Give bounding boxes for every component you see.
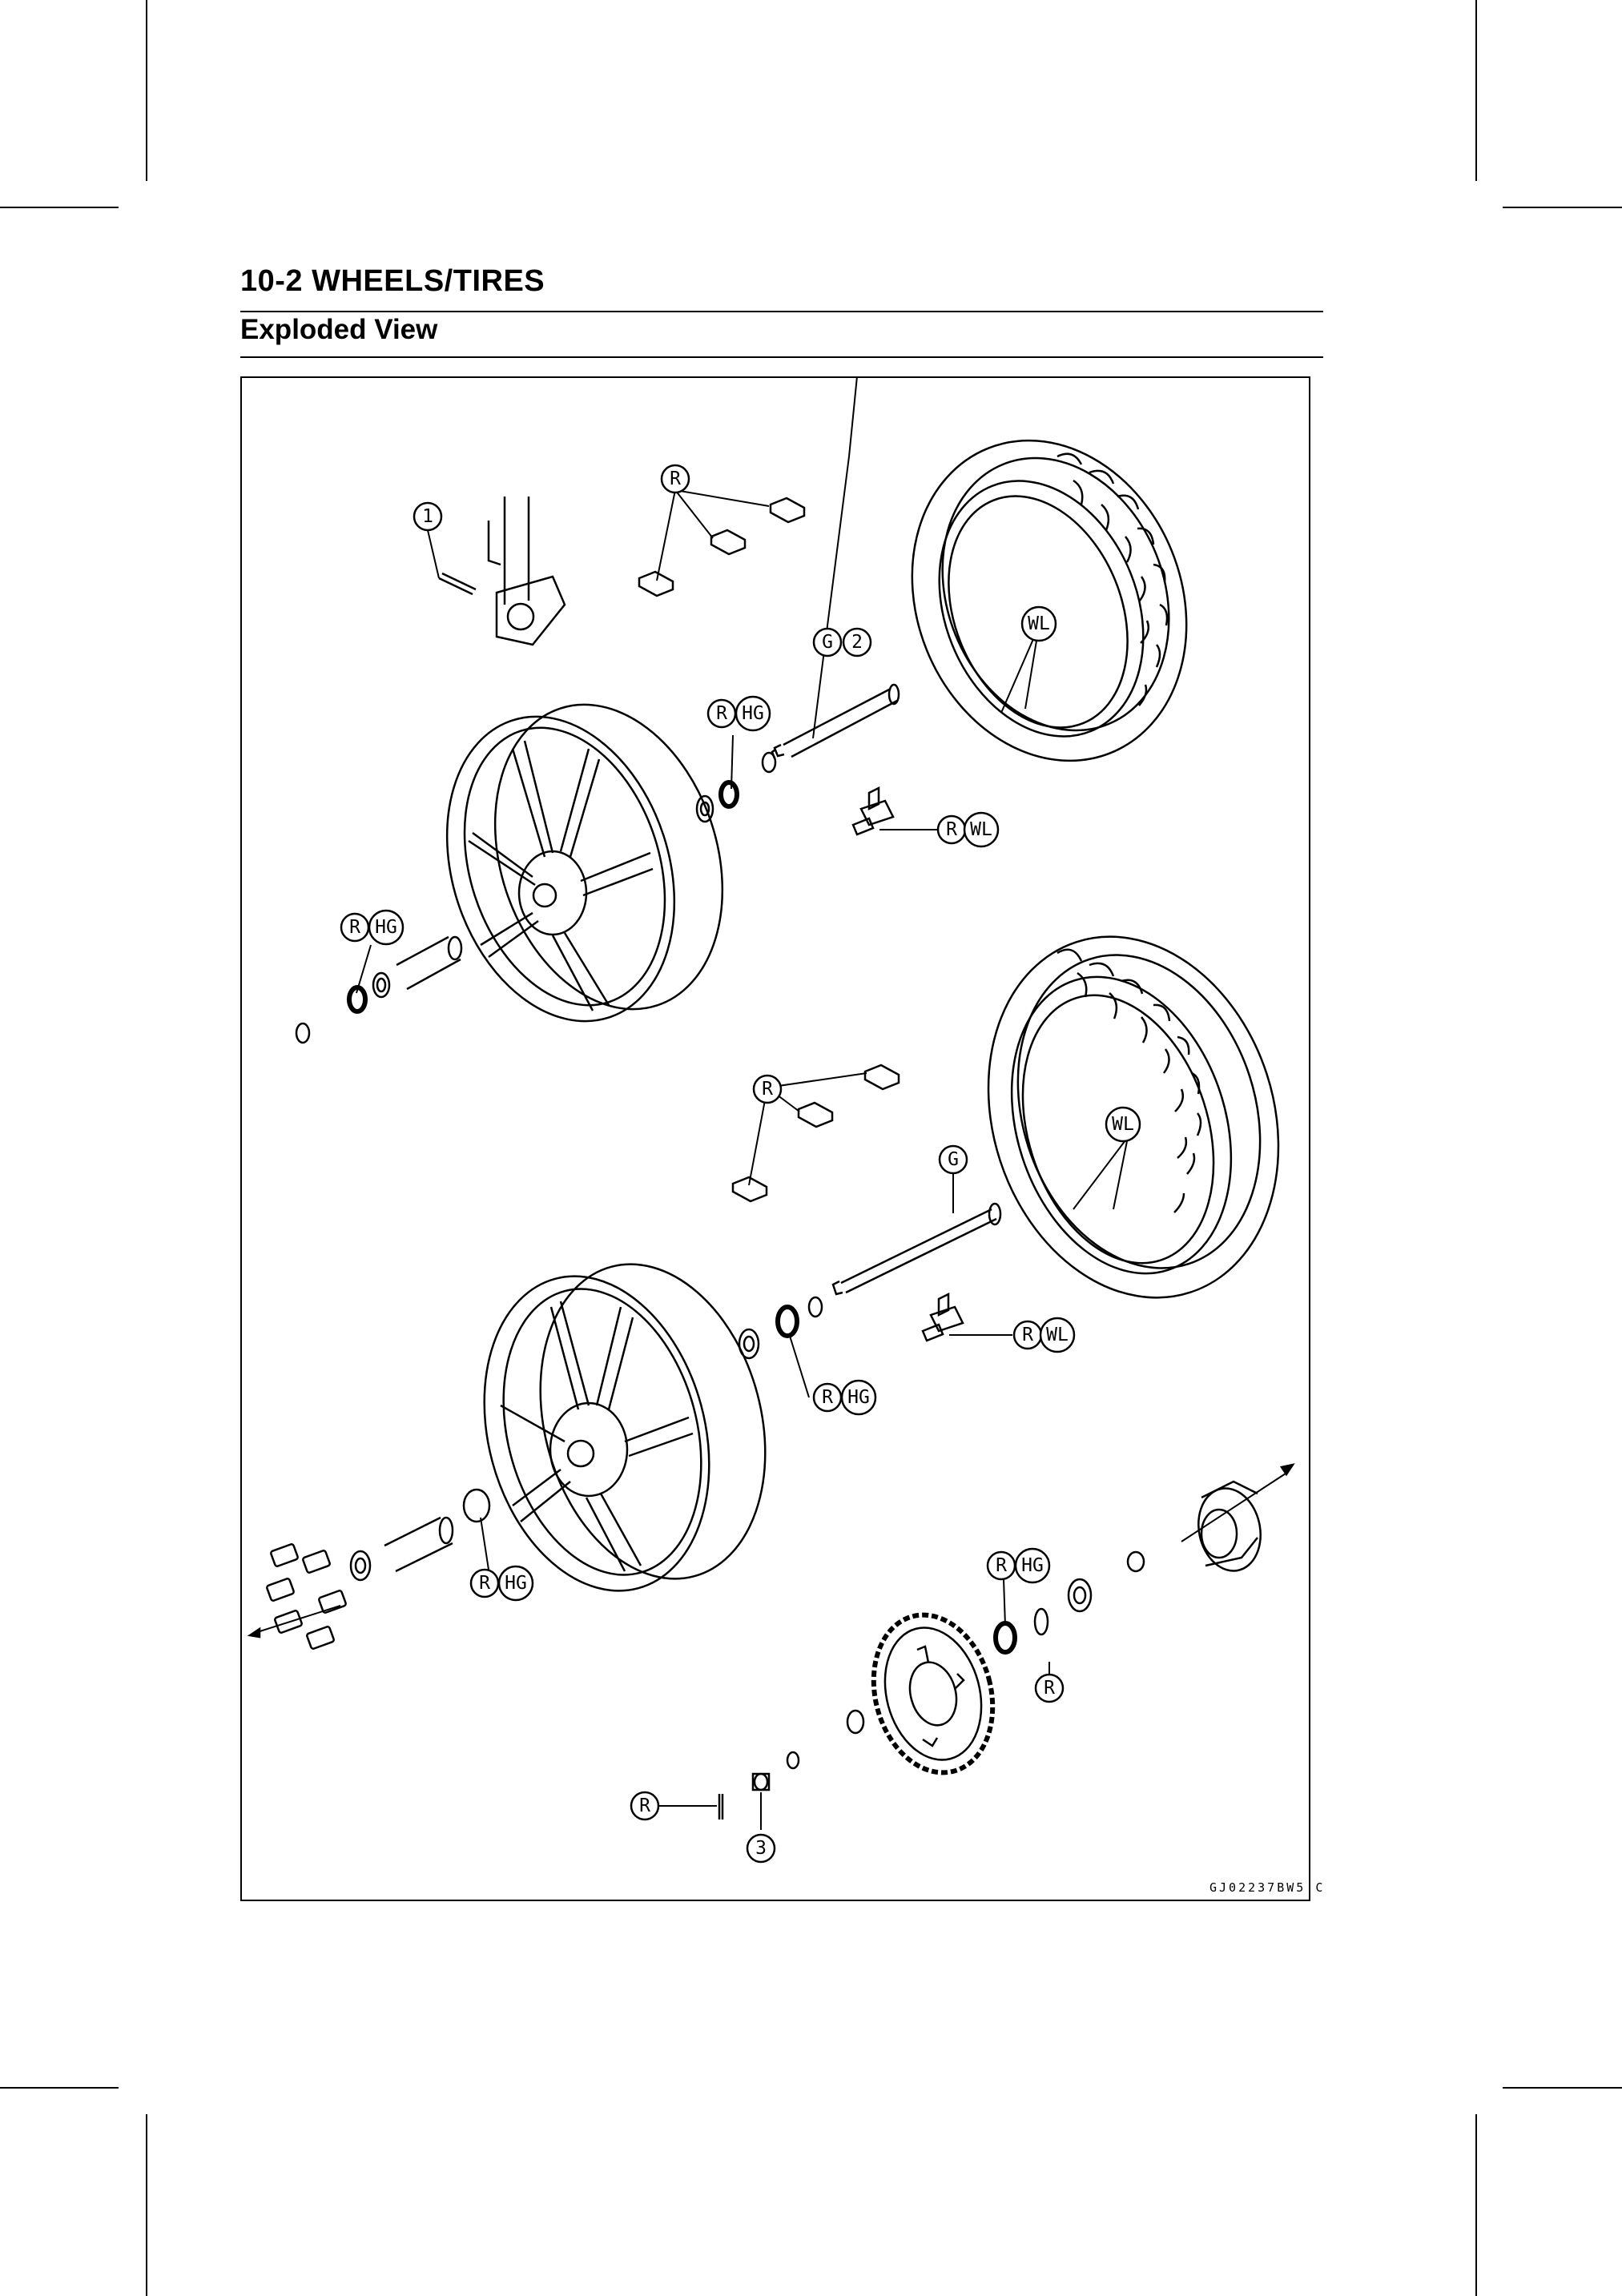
callout-2-label: 2 xyxy=(851,632,863,653)
callout-wl-circle xyxy=(1105,1106,1141,1143)
crop-mark xyxy=(1475,0,1477,181)
callout-g-label: G xyxy=(822,632,833,653)
callout-hg-circle xyxy=(368,909,404,946)
rubber-dampers xyxy=(247,1543,347,1650)
callout-hg-label: HG xyxy=(847,1387,870,1408)
callout-hg-circle xyxy=(1014,1547,1051,1584)
coupling xyxy=(1181,1463,1295,1572)
callout-r-label: R xyxy=(946,819,957,840)
callout-wl-label: WL xyxy=(1046,1325,1069,1345)
subtitle-rule xyxy=(240,356,1323,358)
callout-hg-circle xyxy=(840,1379,877,1416)
section-title: 10-2 WHEELS/TIRES xyxy=(240,264,545,298)
callout-hg-label: HG xyxy=(1021,1555,1044,1576)
title-rule xyxy=(240,311,1323,312)
page-subtitle: Exploded View xyxy=(240,314,438,345)
callout-wl-label: WL xyxy=(1112,1114,1134,1135)
callout-r-circle xyxy=(660,464,690,494)
rear-tire xyxy=(987,935,1280,1299)
callout-wl-circle xyxy=(1039,1317,1076,1353)
front-axle xyxy=(771,683,900,759)
callout-wl-label: WL xyxy=(970,819,992,840)
callout-hg-circle xyxy=(735,695,771,732)
crop-mark xyxy=(0,2087,119,2089)
callout-r-label: R xyxy=(479,1573,490,1594)
air-valve-rear xyxy=(921,1292,964,1342)
crop-mark xyxy=(146,0,147,181)
rear-sprocket xyxy=(871,1612,996,1775)
rear-axle xyxy=(831,1202,1002,1296)
callout-wl-circle xyxy=(1020,605,1057,642)
callout-r-label: R xyxy=(349,917,360,938)
callout-hg-label: HG xyxy=(505,1573,527,1594)
rear-rim xyxy=(483,1263,767,1592)
cotter-pin xyxy=(718,1794,724,1820)
callout-2-circle xyxy=(842,627,872,657)
callout-hg-circle xyxy=(497,1565,534,1602)
air-valve-front xyxy=(851,786,895,836)
front-tire xyxy=(911,439,1188,762)
callout-r-label: R xyxy=(762,1079,773,1100)
front-fork-leg xyxy=(438,497,566,646)
callout-r-circle xyxy=(630,1791,660,1821)
crop-mark xyxy=(0,207,119,208)
callout-r-label: R xyxy=(1022,1325,1033,1345)
figure-code: GJ02237BW5 C xyxy=(1209,1880,1325,1895)
callout-3-label: 3 xyxy=(755,1838,767,1859)
callout-r-label: R xyxy=(996,1555,1007,1576)
callout-g-label: G xyxy=(948,1149,959,1170)
callout-wl-circle xyxy=(963,811,1000,848)
crop-mark xyxy=(146,2114,147,2296)
callout-r-label: R xyxy=(639,1795,650,1816)
front-rim xyxy=(445,703,724,1023)
crop-mark xyxy=(1503,2087,1622,2089)
callout-1-label: 1 xyxy=(422,506,433,527)
callout-g-circle xyxy=(812,627,843,657)
callout-hg-label: HG xyxy=(742,703,764,724)
callout-hg-label: HG xyxy=(375,917,397,938)
callout-r-label: R xyxy=(1044,1678,1055,1699)
bearings-and-spacers xyxy=(295,751,1145,1791)
callout-g-circle xyxy=(938,1144,968,1175)
crop-mark xyxy=(1475,2114,1477,2296)
callout-r-label: R xyxy=(822,1387,833,1408)
callout-r-circle xyxy=(752,1074,783,1104)
callout-wl-label: WL xyxy=(1028,613,1050,634)
callout-1-circle xyxy=(413,501,443,532)
callout-r-label: R xyxy=(716,703,727,724)
crop-mark xyxy=(1503,207,1622,208)
callout-r-label: R xyxy=(670,468,681,489)
callout-3-circle xyxy=(746,1833,776,1864)
exploded-view-figure xyxy=(240,376,1310,1901)
callout-r-circle xyxy=(1034,1673,1065,1703)
